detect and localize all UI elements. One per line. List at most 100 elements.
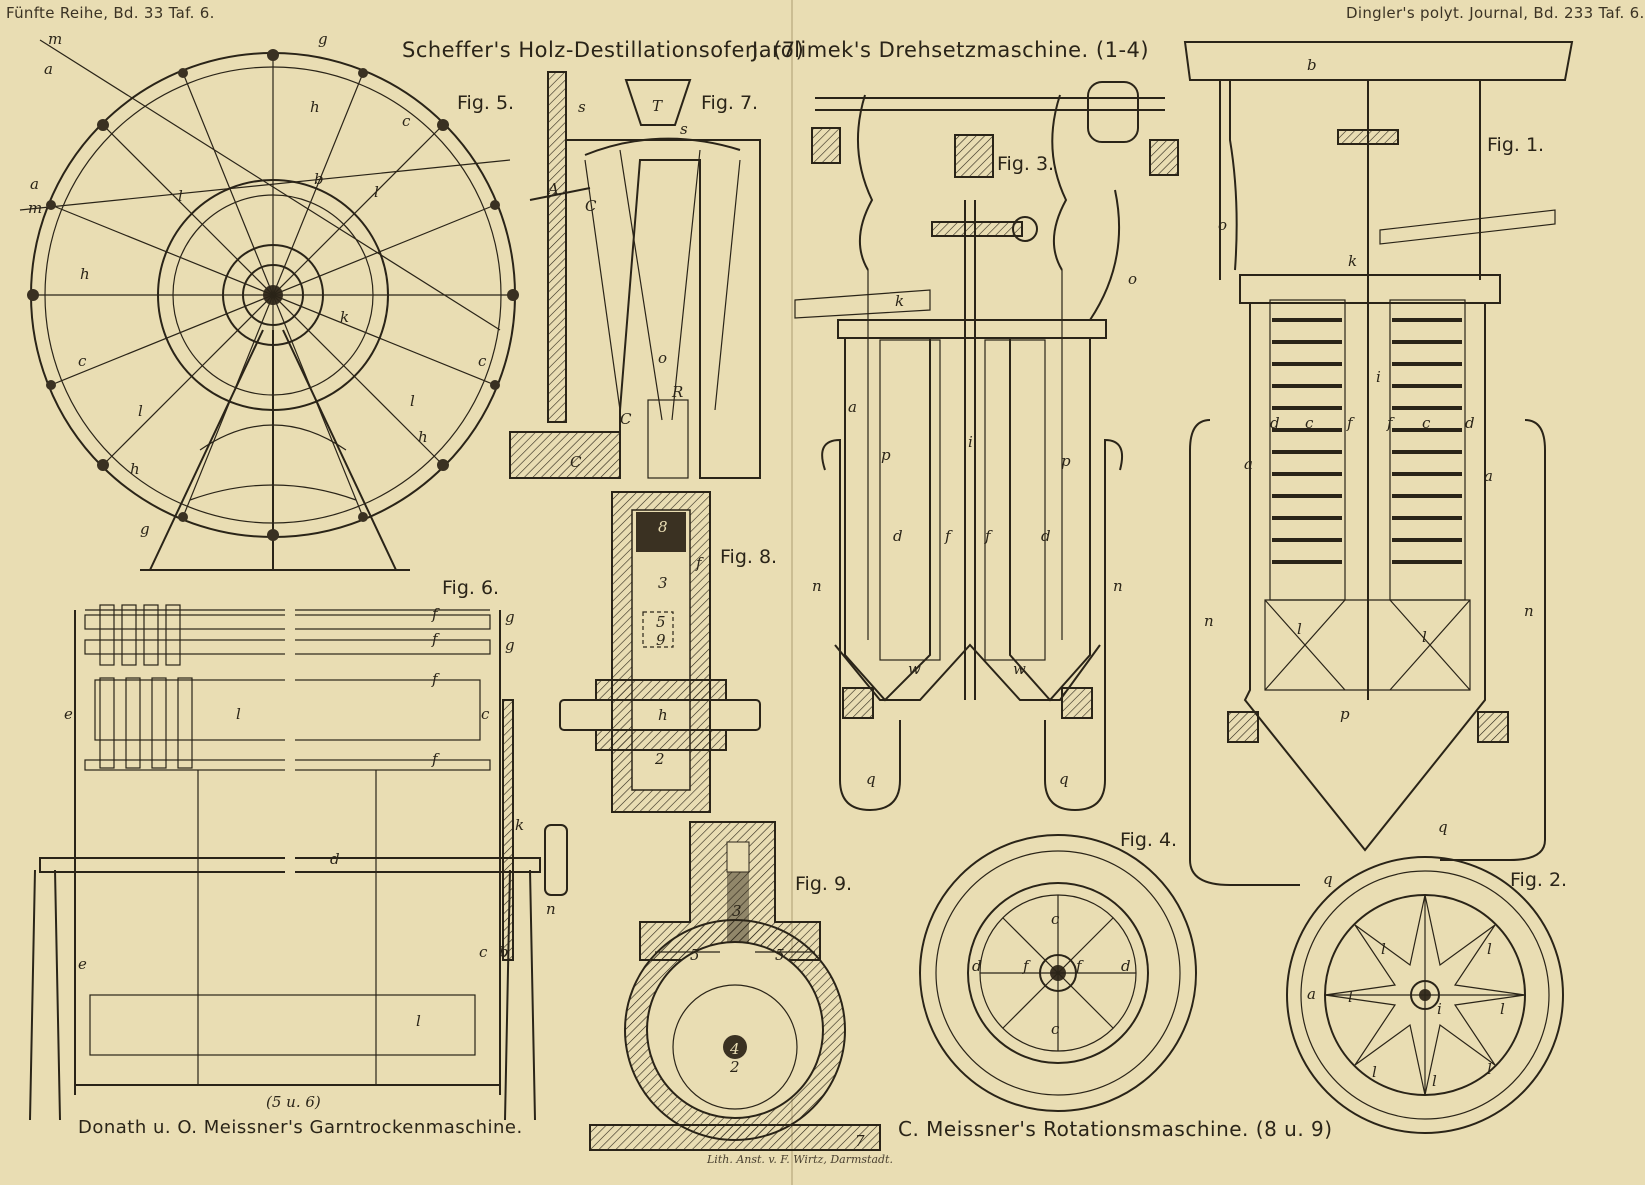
- ref-letter-k: k: [515, 816, 525, 834]
- ref-number-4: 4: [730, 1040, 740, 1058]
- ref-letter-f: f: [1387, 414, 1393, 432]
- ref-letter-n: n: [546, 900, 556, 918]
- fig5-drying-wheel: [19, 39, 519, 571]
- ref-number-2: 2: [655, 750, 665, 768]
- ref-number-5: 5: [690, 946, 700, 964]
- fig6-garntrockenmaschine: [29, 600, 568, 1121]
- ref-letter-q: q: [866, 770, 876, 788]
- ref-letter-n: n: [1524, 602, 1534, 620]
- fig3-drehsetzmaschine: [794, 81, 1179, 812]
- ref-letter-g: g: [318, 30, 328, 48]
- ref-letter-C: C: [570, 453, 582, 471]
- ref-letter-w: w: [908, 660, 921, 678]
- ref-letter-l: l: [1348, 988, 1353, 1006]
- ref-letter-h: h: [418, 428, 428, 446]
- ref-letter-a: a: [44, 60, 53, 78]
- fig8-rotationsmaschine-section: [559, 491, 761, 813]
- ref-letter-l: l: [1381, 940, 1386, 958]
- ref-letter-s: s: [680, 120, 688, 138]
- ref-letter-f: f: [985, 527, 991, 545]
- ref-letter-b: b: [1307, 56, 1317, 74]
- ref-letter-l: l: [236, 705, 241, 723]
- fig2-label: Fig. 2.: [1510, 869, 1568, 891]
- ref-letter-c: c: [78, 352, 87, 370]
- ref-letter-n: n: [1204, 612, 1214, 630]
- ref-letter-l: l: [1297, 620, 1302, 638]
- ref-letter-b: b: [499, 943, 509, 961]
- title-meissner: C. Meissner's Rotationsmaschine. (8 u. 9…: [898, 1117, 1333, 1141]
- ref-letter-f: f: [1076, 957, 1082, 975]
- ref-letter-c: c: [481, 705, 490, 723]
- title-scheffer: Scheffer's Holz-Destillationsofen. (7): [402, 38, 805, 62]
- fig9-rotationsmaschine-elevation: [589, 821, 881, 1151]
- fig1-drehsetzmaschine: [1183, 41, 1574, 886]
- engraving-drawing: [19, 0, 1574, 1185]
- ref-letter-h: h: [310, 98, 320, 116]
- ref-letter-d: d: [1041, 527, 1051, 545]
- ref-letter-f: f: [432, 750, 438, 768]
- ref-letter-l: l: [138, 402, 143, 420]
- title-donath: Donath u. O. Meissner's Garntrockenmasch…: [78, 1117, 523, 1138]
- ref-letter-d: d: [1465, 414, 1475, 432]
- range-5-6: (5 u. 6): [266, 1093, 321, 1111]
- ref-letter-a: a: [1244, 455, 1253, 473]
- ref-number-8: 8: [658, 518, 668, 536]
- ref-number-7: 7: [855, 1132, 865, 1150]
- ref-number-3: 3: [658, 574, 668, 592]
- ref-number-3: 3: [732, 902, 742, 920]
- ref-letter-c: c: [1051, 910, 1060, 928]
- ref-letter-q: q: [1323, 870, 1333, 888]
- ref-letter-k: k: [340, 308, 350, 326]
- ref-letter-C: C: [620, 410, 632, 428]
- fig9-label: Fig. 9.: [795, 873, 853, 895]
- ref-letter-e: e: [64, 705, 73, 723]
- ref-letter-i: i: [1376, 368, 1381, 386]
- ref-letter-m: m: [48, 30, 63, 48]
- ref-letter-l: l: [1372, 1063, 1377, 1081]
- ref-letter-i: i: [968, 433, 973, 451]
- ref-letter-o: o: [1128, 270, 1138, 288]
- ref-letter-d: d: [972, 957, 982, 975]
- ref-letter-f: f: [432, 670, 438, 688]
- title-jarolimek: Jarolimek's Drehsetzmaschine. (1-4): [752, 38, 1150, 62]
- ref-letter-k: k: [1348, 252, 1358, 270]
- ref-letter-d: d: [893, 527, 903, 545]
- fig3-label: Fig. 3.: [997, 153, 1055, 175]
- ref-letter-l: l: [1487, 1060, 1492, 1078]
- ref-letter-c: c: [479, 943, 488, 961]
- ref-letter-i: i: [1437, 1000, 1442, 1018]
- ref-letter-p: p: [881, 446, 891, 464]
- ref-letter-q: q: [1059, 770, 1069, 788]
- lithographer-imprint: Lith. Anst. v. F. Wirtz, Darmstadt.: [707, 1153, 893, 1166]
- fig5-label: Fig. 5.: [457, 92, 515, 114]
- header-left: Fünfte Reihe, Bd. 33 Taf. 6.: [6, 4, 215, 22]
- ref-number-5: 5: [656, 613, 666, 631]
- header-right: Dingler's polyt. Journal, Bd. 233 Taf. 6…: [1346, 4, 1645, 22]
- ref-letter-n: n: [812, 577, 822, 595]
- ref-letter-l: l: [1422, 628, 1427, 646]
- ref-letter-c: c: [1305, 414, 1314, 432]
- ref-letter-f: f: [432, 630, 438, 648]
- ref-letter-o: o: [1218, 216, 1228, 234]
- ref-letter-f: f: [1023, 957, 1029, 975]
- fig7-label: Fig. 7.: [701, 92, 759, 114]
- lithograph-plate: Fünfte Reihe, Bd. 33 Taf. 6. Dingler's p…: [6, 0, 1644, 1185]
- fig4-label: Fig. 4.: [1120, 829, 1178, 851]
- ref-letter-h: h: [130, 460, 140, 478]
- ref-number-5: 5: [775, 946, 785, 964]
- fig8-label: Fig. 8.: [720, 546, 778, 568]
- ref-letter-l: l: [178, 187, 183, 205]
- ref-letter-l: l: [1500, 1000, 1505, 1018]
- ref-letter-g: g: [140, 520, 150, 538]
- ref-letter-s: s: [578, 98, 586, 116]
- fig4-plan: [919, 834, 1197, 1112]
- ref-letter-h: h: [658, 706, 668, 724]
- ref-letter-f: f: [945, 527, 951, 545]
- ref-letter-p: p: [1340, 705, 1350, 723]
- ref-letter-f: f: [432, 605, 438, 623]
- fig7-destillationsofen: [509, 71, 761, 479]
- ref-number-9: 9: [656, 631, 666, 649]
- ref-letter-w: w: [1013, 660, 1026, 678]
- ref-letter-b: b: [314, 170, 324, 188]
- ref-letter-e: e: [78, 955, 87, 973]
